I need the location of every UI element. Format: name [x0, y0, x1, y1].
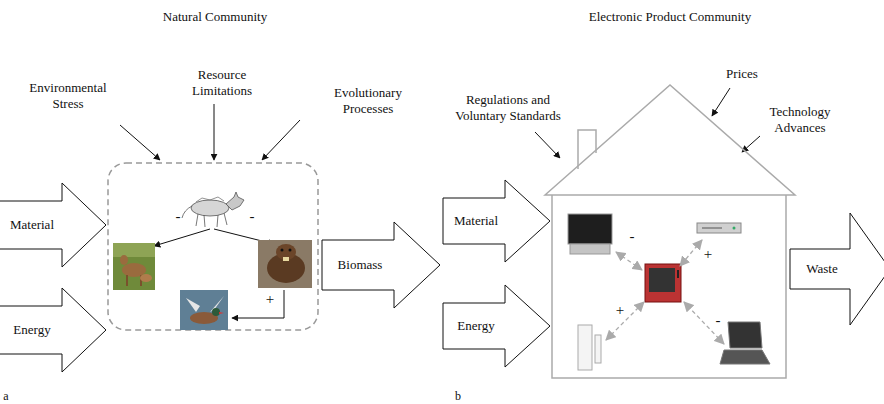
- interaction-arrow: [616, 252, 642, 270]
- influence-label: Technology Advances: [755, 104, 845, 136]
- crt-tv-photo: [645, 264, 681, 302]
- interaction-arrow: [680, 240, 702, 266]
- interaction-sign: -: [171, 208, 185, 224]
- flow-label: Energy: [0, 288, 66, 372]
- flat-tv-photo: [568, 214, 612, 254]
- interaction-sign: -: [245, 208, 259, 224]
- flow-arrow: Material: [0, 183, 106, 267]
- influence-label: Resource Limitations: [176, 67, 268, 99]
- panel-title: Electronic Product Community: [540, 9, 800, 25]
- block-arrow-outline: [322, 222, 440, 308]
- deer-photo: [113, 243, 155, 290]
- interaction-arrow: [684, 302, 724, 344]
- flow-label: Material: [443, 180, 509, 262]
- house-outline: [545, 85, 795, 378]
- influence-arrow: [120, 125, 160, 160]
- influence-arrow: [712, 88, 730, 116]
- interaction-sign: +: [701, 246, 715, 262]
- flow-arrow: Waste: [790, 213, 884, 325]
- flow-label: Biomass: [322, 222, 398, 308]
- laptop-photo: [720, 322, 770, 364]
- flow-arrow: Energy: [443, 285, 550, 367]
- beaver-photo: [258, 240, 312, 288]
- wolf-illustration: [182, 192, 244, 227]
- influence-label: Prices: [712, 66, 772, 82]
- duck-photo: [180, 290, 228, 330]
- panel-letter: b: [451, 388, 465, 404]
- interaction-sign: +: [263, 291, 277, 307]
- block-arrow-outline: [0, 183, 106, 267]
- block-arrow-outline: [790, 213, 884, 325]
- influence-arrows: [120, 88, 760, 160]
- interaction-arrow: [154, 229, 210, 246]
- flow-label: Energy: [443, 285, 509, 367]
- flow-arrow: Material: [443, 180, 550, 262]
- flow-label: Waste: [790, 213, 854, 325]
- interaction-sign: -: [711, 312, 725, 328]
- block-arrow-outline: [0, 288, 106, 372]
- influence-label: Evolutionary Processes: [318, 85, 418, 117]
- flow-label: Material: [0, 183, 66, 267]
- interaction-arrow: [606, 302, 644, 340]
- influence-arrow: [262, 120, 300, 160]
- influence-label: Environmental Stress: [18, 80, 118, 112]
- game-console-photo: [578, 325, 601, 370]
- flow-arrow: Biomass: [322, 222, 440, 308]
- panel-letter: a: [0, 388, 13, 404]
- interaction-arrow: [232, 290, 284, 318]
- device-interaction-arrows: [606, 240, 724, 344]
- community-boundary: [108, 163, 318, 330]
- influence-arrow: [535, 132, 560, 158]
- interaction-sign: +: [613, 302, 627, 318]
- block-arrow-outline: [443, 285, 550, 367]
- influence-arrow: [742, 136, 760, 152]
- flow-arrow: Energy: [0, 288, 106, 372]
- influence-label: Regulations and Voluntary Standards: [443, 92, 573, 124]
- dvd-player-photo: [697, 223, 741, 233]
- interaction-sign: -: [625, 228, 639, 244]
- block-arrow-outline: [443, 180, 550, 262]
- panel-title: Natural Community: [105, 9, 325, 25]
- influence-arrow: [214, 104, 215, 160]
